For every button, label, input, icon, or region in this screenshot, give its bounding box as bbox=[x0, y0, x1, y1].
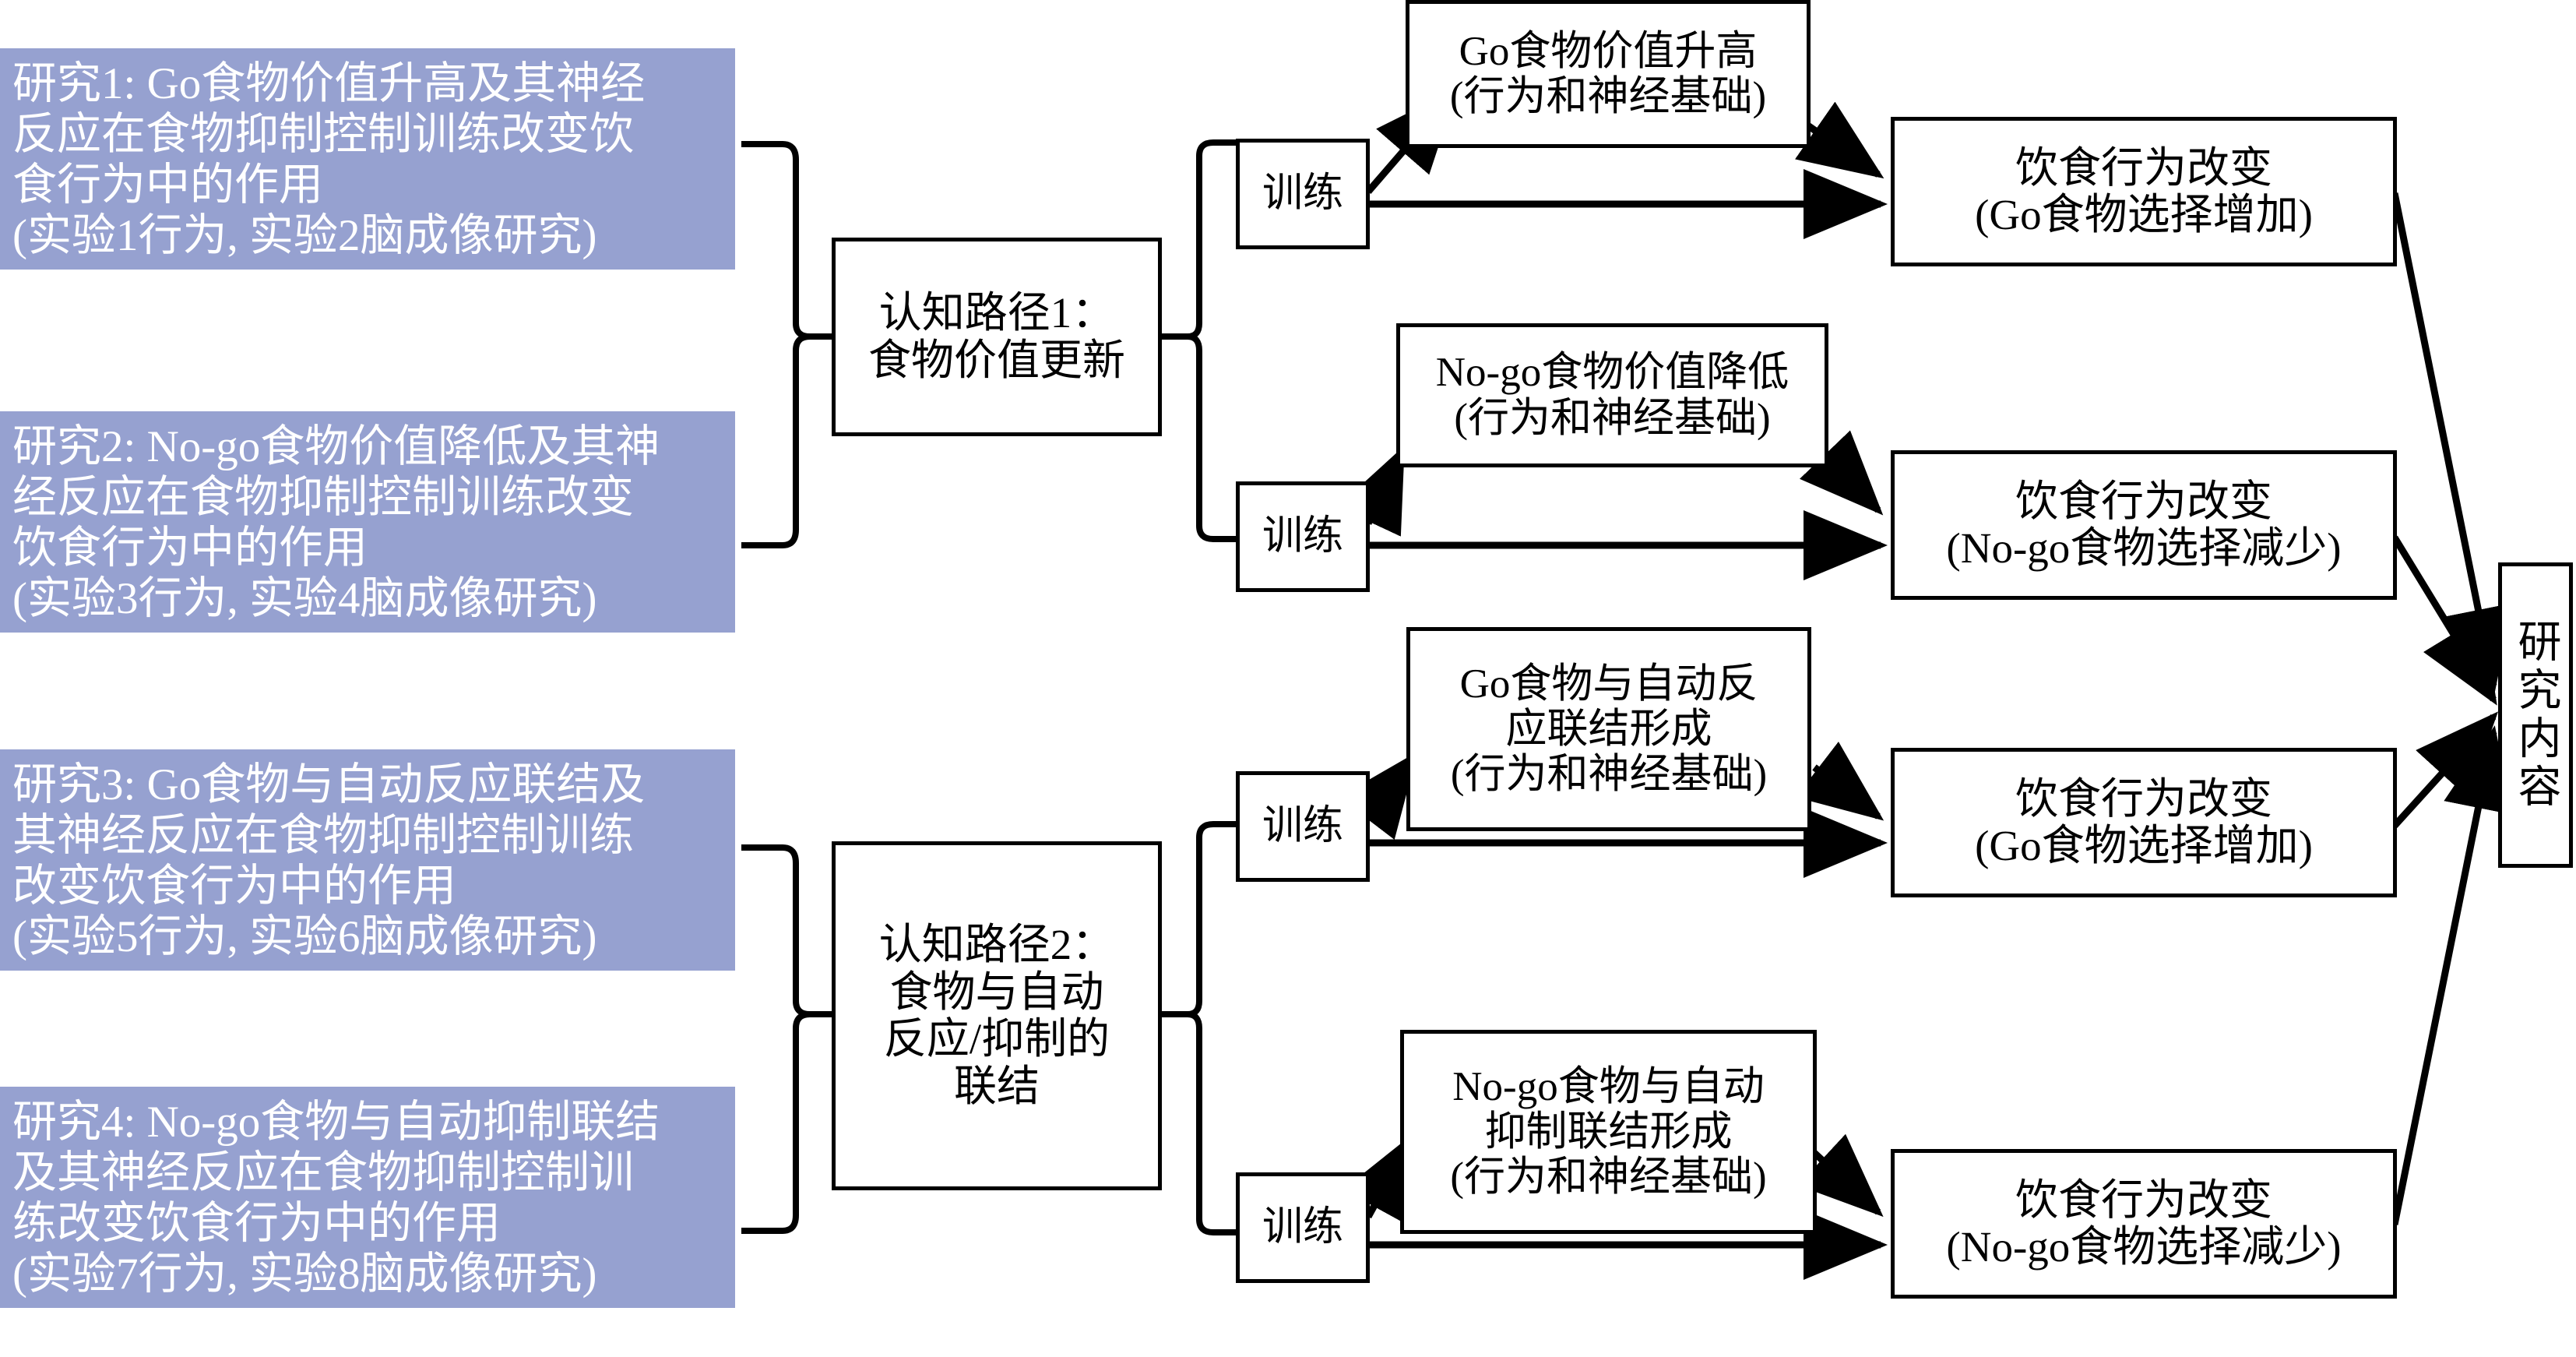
brace-pathway1b bbox=[1160, 333, 1238, 542]
mechanism-box-3: Go食物与自动反 应联结形成 (行为和神经基础) bbox=[1406, 627, 1811, 831]
brace-study12 bbox=[741, 141, 811, 548]
training-box-2: 训练 bbox=[1236, 481, 1370, 592]
arrow-outcome4-summary bbox=[2391, 725, 2513, 1225]
brace-study34 bbox=[741, 844, 811, 1234]
mechanism-box-4: No-go食物与自动 抑制联结形成 (行为和神经基础) bbox=[1400, 1030, 1817, 1234]
study-box-3: 研究3: Go食物与自动反应联结及 其神经反应在食物抑制控制训练 改变饮食行为中… bbox=[0, 749, 735, 971]
arrow-outcome2-summary bbox=[2391, 535, 2497, 706]
pathway-box-1: 认知路径1： 食物价值更新 bbox=[832, 238, 1162, 436]
brace-pathway2 bbox=[1160, 821, 1238, 1017]
training-box-4: 训练 bbox=[1236, 1172, 1370, 1283]
arrow-mech3-outcome3 bbox=[1796, 742, 1884, 821]
training-box-1: 训练 bbox=[1236, 139, 1370, 249]
arrow-mech1-outcome1 bbox=[1795, 101, 1884, 179]
arrow-mech2-outcome2 bbox=[1799, 430, 1884, 516]
arrow-outcome1-summary bbox=[2391, 192, 2513, 693]
brace-pathway1 bbox=[1160, 139, 1238, 340]
study-box-2: 研究2: No-go食物价值降低及其神 经反应在食物抑制控制训练改变 饮食行为中… bbox=[0, 411, 735, 633]
outcome-box-2: 饮食行为改变 (No-go食物选择减少) bbox=[1891, 450, 2397, 600]
arrow-mech4-outcome4 bbox=[1797, 1133, 1884, 1218]
brace-pathway2b bbox=[1160, 1011, 1238, 1235]
study-box-1: 研究1: Go食物价值升高及其神经 反应在食物抑制控制训练改变饮 食行为中的作用… bbox=[0, 48, 735, 270]
training-box-3: 训练 bbox=[1236, 771, 1370, 882]
study-box-4: 研究4: No-go食物与自动抑制联结 及其神经反应在食物抑制控制训 练改变饮食… bbox=[0, 1087, 735, 1308]
summary-box: 研究内容 bbox=[2498, 562, 2573, 868]
mechanism-box-1: Go食物价值升高 (行为和神经基础) bbox=[1406, 0, 1811, 148]
pathway-box-2: 认知路径2： 食物与自动 反应/抑制的 联结 bbox=[832, 841, 1162, 1190]
arrow-outcome3-summary bbox=[2391, 711, 2499, 829]
outcome-box-4: 饮食行为改变 (No-go食物选择减少) bbox=[1891, 1149, 2397, 1299]
outcome-box-3: 饮食行为改变 (Go食物选择增加) bbox=[1891, 748, 2397, 897]
outcome-box-1: 饮食行为改变 (Go食物选择增加) bbox=[1891, 117, 2397, 266]
mechanism-box-2: No-go食物价值降低 (行为和神经基础) bbox=[1396, 323, 1828, 467]
